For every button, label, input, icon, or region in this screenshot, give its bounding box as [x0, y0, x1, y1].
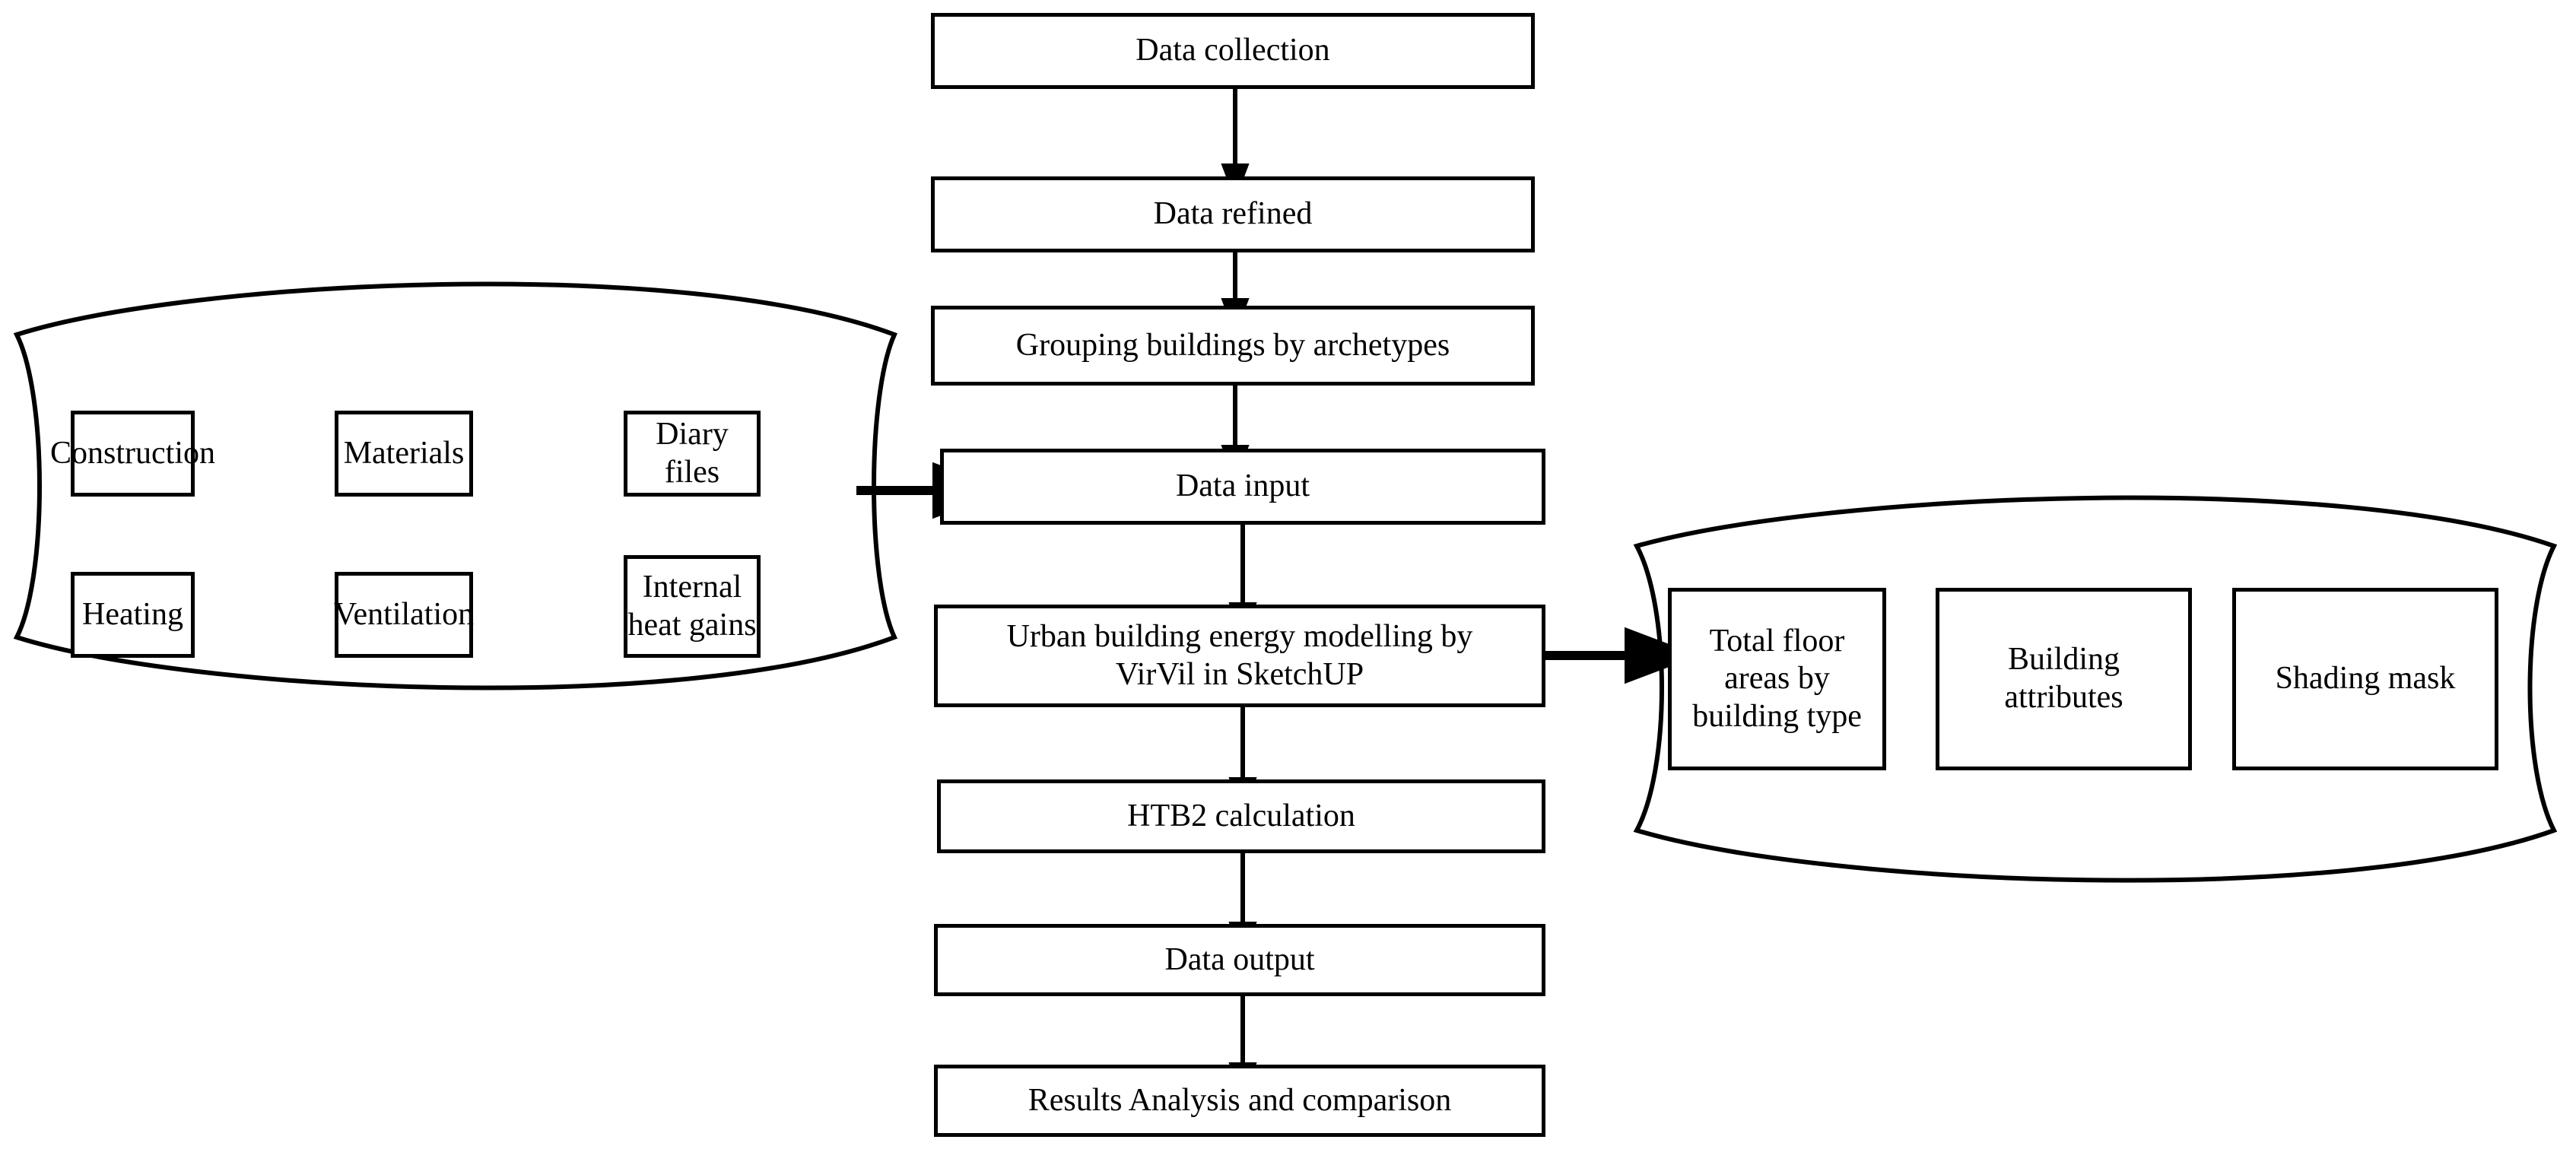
input-box-materials[interactable]: Materials — [335, 411, 473, 497]
input-box-ventilation[interactable]: Ventilation — [333, 572, 475, 658]
output-box-label: Building attributes — [2004, 642, 2123, 715]
input-box-label: Diary files — [656, 416, 729, 490]
flow-box-data-refined[interactable]: Data refined — [931, 176, 1535, 252]
flow-box-label: Data input — [1175, 468, 1310, 504]
output-box-label: Shading mask — [2275, 661, 2456, 697]
input-box-heating[interactable]: Heating — [71, 572, 195, 658]
flow-box-data-input[interactable]: Data input — [940, 449, 1545, 525]
input-box-label: Internal heat gains — [627, 569, 757, 643]
input-box-label: Construction — [50, 435, 215, 471]
output-box-total-floor-areas[interactable]: Total floor areas by building type — [1668, 588, 1886, 770]
flow-box-label: Data output — [1164, 941, 1315, 977]
input-box-label: Heating — [82, 596, 183, 632]
flow-box-data-collection[interactable]: Data collection — [931, 13, 1535, 89]
flow-box-label: Urban building energy modelling by VirVi… — [1006, 618, 1473, 692]
input-box-diary-files[interactable]: Diary files — [624, 411, 761, 497]
input-box-label: Materials — [343, 435, 465, 471]
flow-box-ubem-virvil[interactable]: Urban building energy modelling by VirVi… — [934, 605, 1545, 707]
input-box-internal-heat-gains[interactable]: Internal heat gains — [624, 555, 761, 658]
flow-box-label: Data refined — [1153, 196, 1313, 232]
flow-box-label: HTB2 calculation — [1127, 798, 1355, 833]
flow-box-data-output[interactable]: Data output — [934, 924, 1545, 996]
flow-box-label: Results Analysis and comparison — [1028, 1082, 1452, 1118]
output-box-building-attributes[interactable]: Building attributes — [1936, 588, 2192, 770]
output-box-label: Total floor areas by building type — [1692, 623, 1862, 734]
flow-box-htb2-calculation[interactable]: HTB2 calculation — [937, 779, 1545, 853]
flow-box-label: Data collection — [1136, 33, 1330, 68]
input-box-construction[interactable]: Construction — [50, 411, 215, 497]
flow-box-results-analysis[interactable]: Results Analysis and comparison — [934, 1065, 1545, 1137]
flow-box-grouping-buildings[interactable]: Grouping buildings by archetypes — [931, 306, 1535, 386]
input-box-label: Ventilation — [333, 596, 475, 632]
flow-box-label: Grouping buildings by archetypes — [1015, 327, 1450, 363]
output-box-shading-mask[interactable]: Shading mask — [2232, 588, 2498, 770]
